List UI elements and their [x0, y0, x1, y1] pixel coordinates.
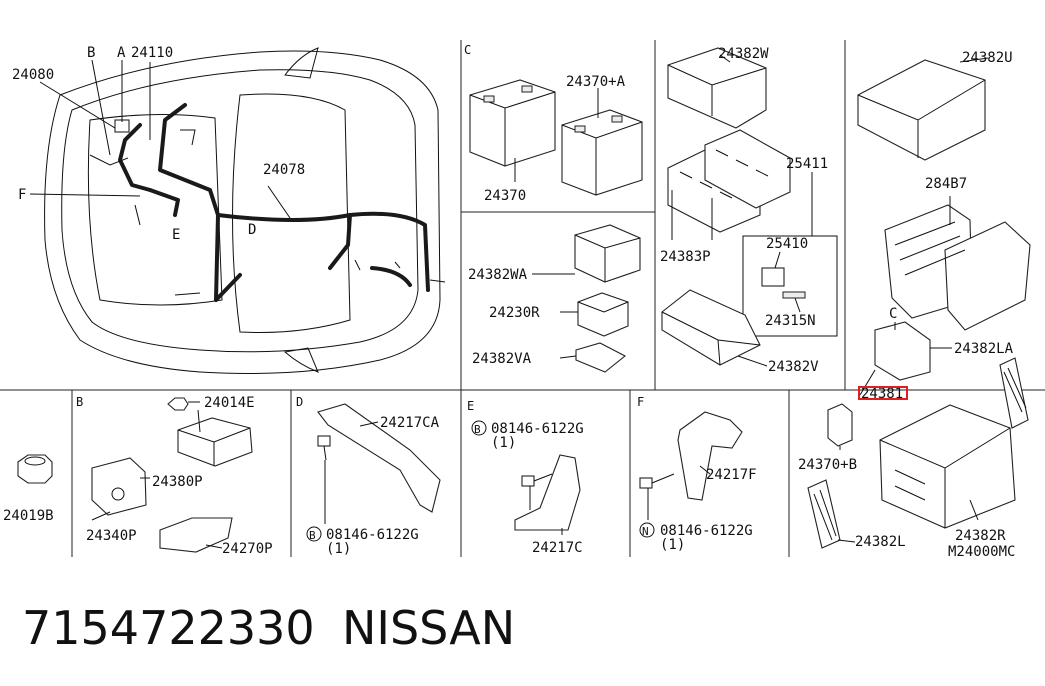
label-24370b: 24370+B: [798, 457, 857, 473]
section-e: E: [467, 399, 474, 413]
wiring-harness: [89, 103, 446, 302]
label-24217ca: 24217CA: [380, 415, 440, 431]
label-ref: M24000MC: [948, 544, 1015, 560]
cover-24382u: [857, 59, 986, 161]
label-d-bolt: 08146-6122G: [326, 527, 419, 543]
label-e-side: E: [172, 227, 180, 243]
label-24382r: 24382R: [955, 528, 1006, 544]
label-d-side: D: [248, 222, 256, 238]
battery-24370: [469, 79, 556, 167]
label-c-right: C: [889, 306, 897, 322]
section-d: D: [296, 395, 303, 409]
label-e-bolt-qty: (1): [491, 435, 516, 451]
vehicle-outline: [44, 47, 441, 374]
bolt-f: [639, 473, 675, 489]
relay-24370b: [827, 403, 853, 447]
label-e-bolt: 08146-6122G: [491, 421, 584, 437]
label-a-top: A: [117, 45, 126, 61]
bolt-e: [521, 473, 553, 487]
cover-24382va: [575, 342, 627, 373]
label-24382u: 24382U: [962, 50, 1013, 66]
label-24230r: 24230R: [489, 305, 540, 321]
label-24382l: 24382L: [855, 534, 906, 550]
label-24217c: 24217C: [532, 540, 583, 556]
bracket-24380p: [177, 417, 253, 467]
relay-24381: [874, 321, 931, 381]
highlight-box: [858, 386, 908, 400]
cover-24382l: [807, 479, 841, 549]
label-24217f: 24217F: [706, 467, 757, 483]
label-24382va: 24382VA: [472, 351, 532, 367]
part-number: 7154722330: [22, 601, 315, 655]
fuse-holders-24383p: [667, 129, 791, 233]
bracket-24217c: [514, 454, 581, 531]
label-25411: 25411: [786, 156, 828, 172]
label-b-top: B: [87, 45, 95, 61]
label-24382la: 24382LA: [954, 341, 1014, 357]
brand-name: NISSAN: [342, 601, 516, 655]
label-24078: 24078: [263, 162, 305, 178]
label-284b7: 284B7: [925, 176, 967, 192]
cover-24270p: [159, 517, 233, 553]
battery-24370a: [561, 109, 643, 196]
label-f-bolt-qty: (1): [660, 537, 685, 553]
label-24382v: 24382V: [768, 359, 819, 375]
label-24380p: 24380P: [152, 474, 203, 490]
clip-24014e: [167, 397, 189, 411]
label-24315n: 24315N: [765, 313, 816, 329]
bolt-e-letter: B: [474, 423, 481, 436]
label-25410: 25410: [766, 236, 808, 252]
bolt-d: [317, 435, 331, 461]
label-24383p: 24383P: [660, 249, 711, 265]
label-f-bolt: 08146-6122G: [660, 523, 753, 539]
bracket-24217ca: [317, 403, 441, 513]
bracket-24382la: [999, 357, 1029, 429]
leader-lines: [29, 54, 989, 549]
label-f-side: F: [18, 187, 26, 203]
bracket-24217f: [677, 411, 743, 501]
label-24019b: 24019B: [3, 508, 54, 524]
section-c: C: [464, 43, 471, 57]
fuse-box-284b7: [884, 204, 1031, 331]
fuse-24230r: [577, 292, 629, 337]
holder-24340p: [91, 457, 147, 516]
nut-24019b: [17, 454, 53, 484]
bolt-d-circle: [306, 526, 322, 542]
relay-24382wa: [574, 224, 641, 283]
panel-grid: [0, 40, 1045, 557]
label-24370a: 24370+A: [566, 74, 626, 90]
label-d-bolt-qty: (1): [326, 541, 351, 557]
bolt-d-letter: B: [309, 529, 316, 542]
bolt-f-letter: N: [642, 525, 649, 538]
label-24080: 24080: [12, 67, 54, 83]
label-24014e: 24014E: [204, 395, 255, 411]
label-24110: 24110: [131, 45, 173, 61]
label-24370: 24370: [484, 188, 526, 204]
bolt-f-circle: [639, 522, 655, 538]
bolt-e-circle: [471, 420, 487, 436]
label-24382w: 24382W: [718, 46, 769, 62]
label-24382wa: 24382WA: [468, 267, 528, 283]
section-f: F: [637, 395, 644, 409]
cover-24382w: [667, 47, 767, 129]
label-24340p: 24340P: [86, 528, 137, 544]
case-24382r: [879, 404, 1016, 529]
bracket-24382v: [661, 289, 761, 366]
label-24270p: 24270P: [222, 541, 273, 557]
section-b: B: [76, 395, 83, 409]
connector-24315n: [761, 267, 806, 299]
inset-box-25411: [742, 235, 838, 337]
